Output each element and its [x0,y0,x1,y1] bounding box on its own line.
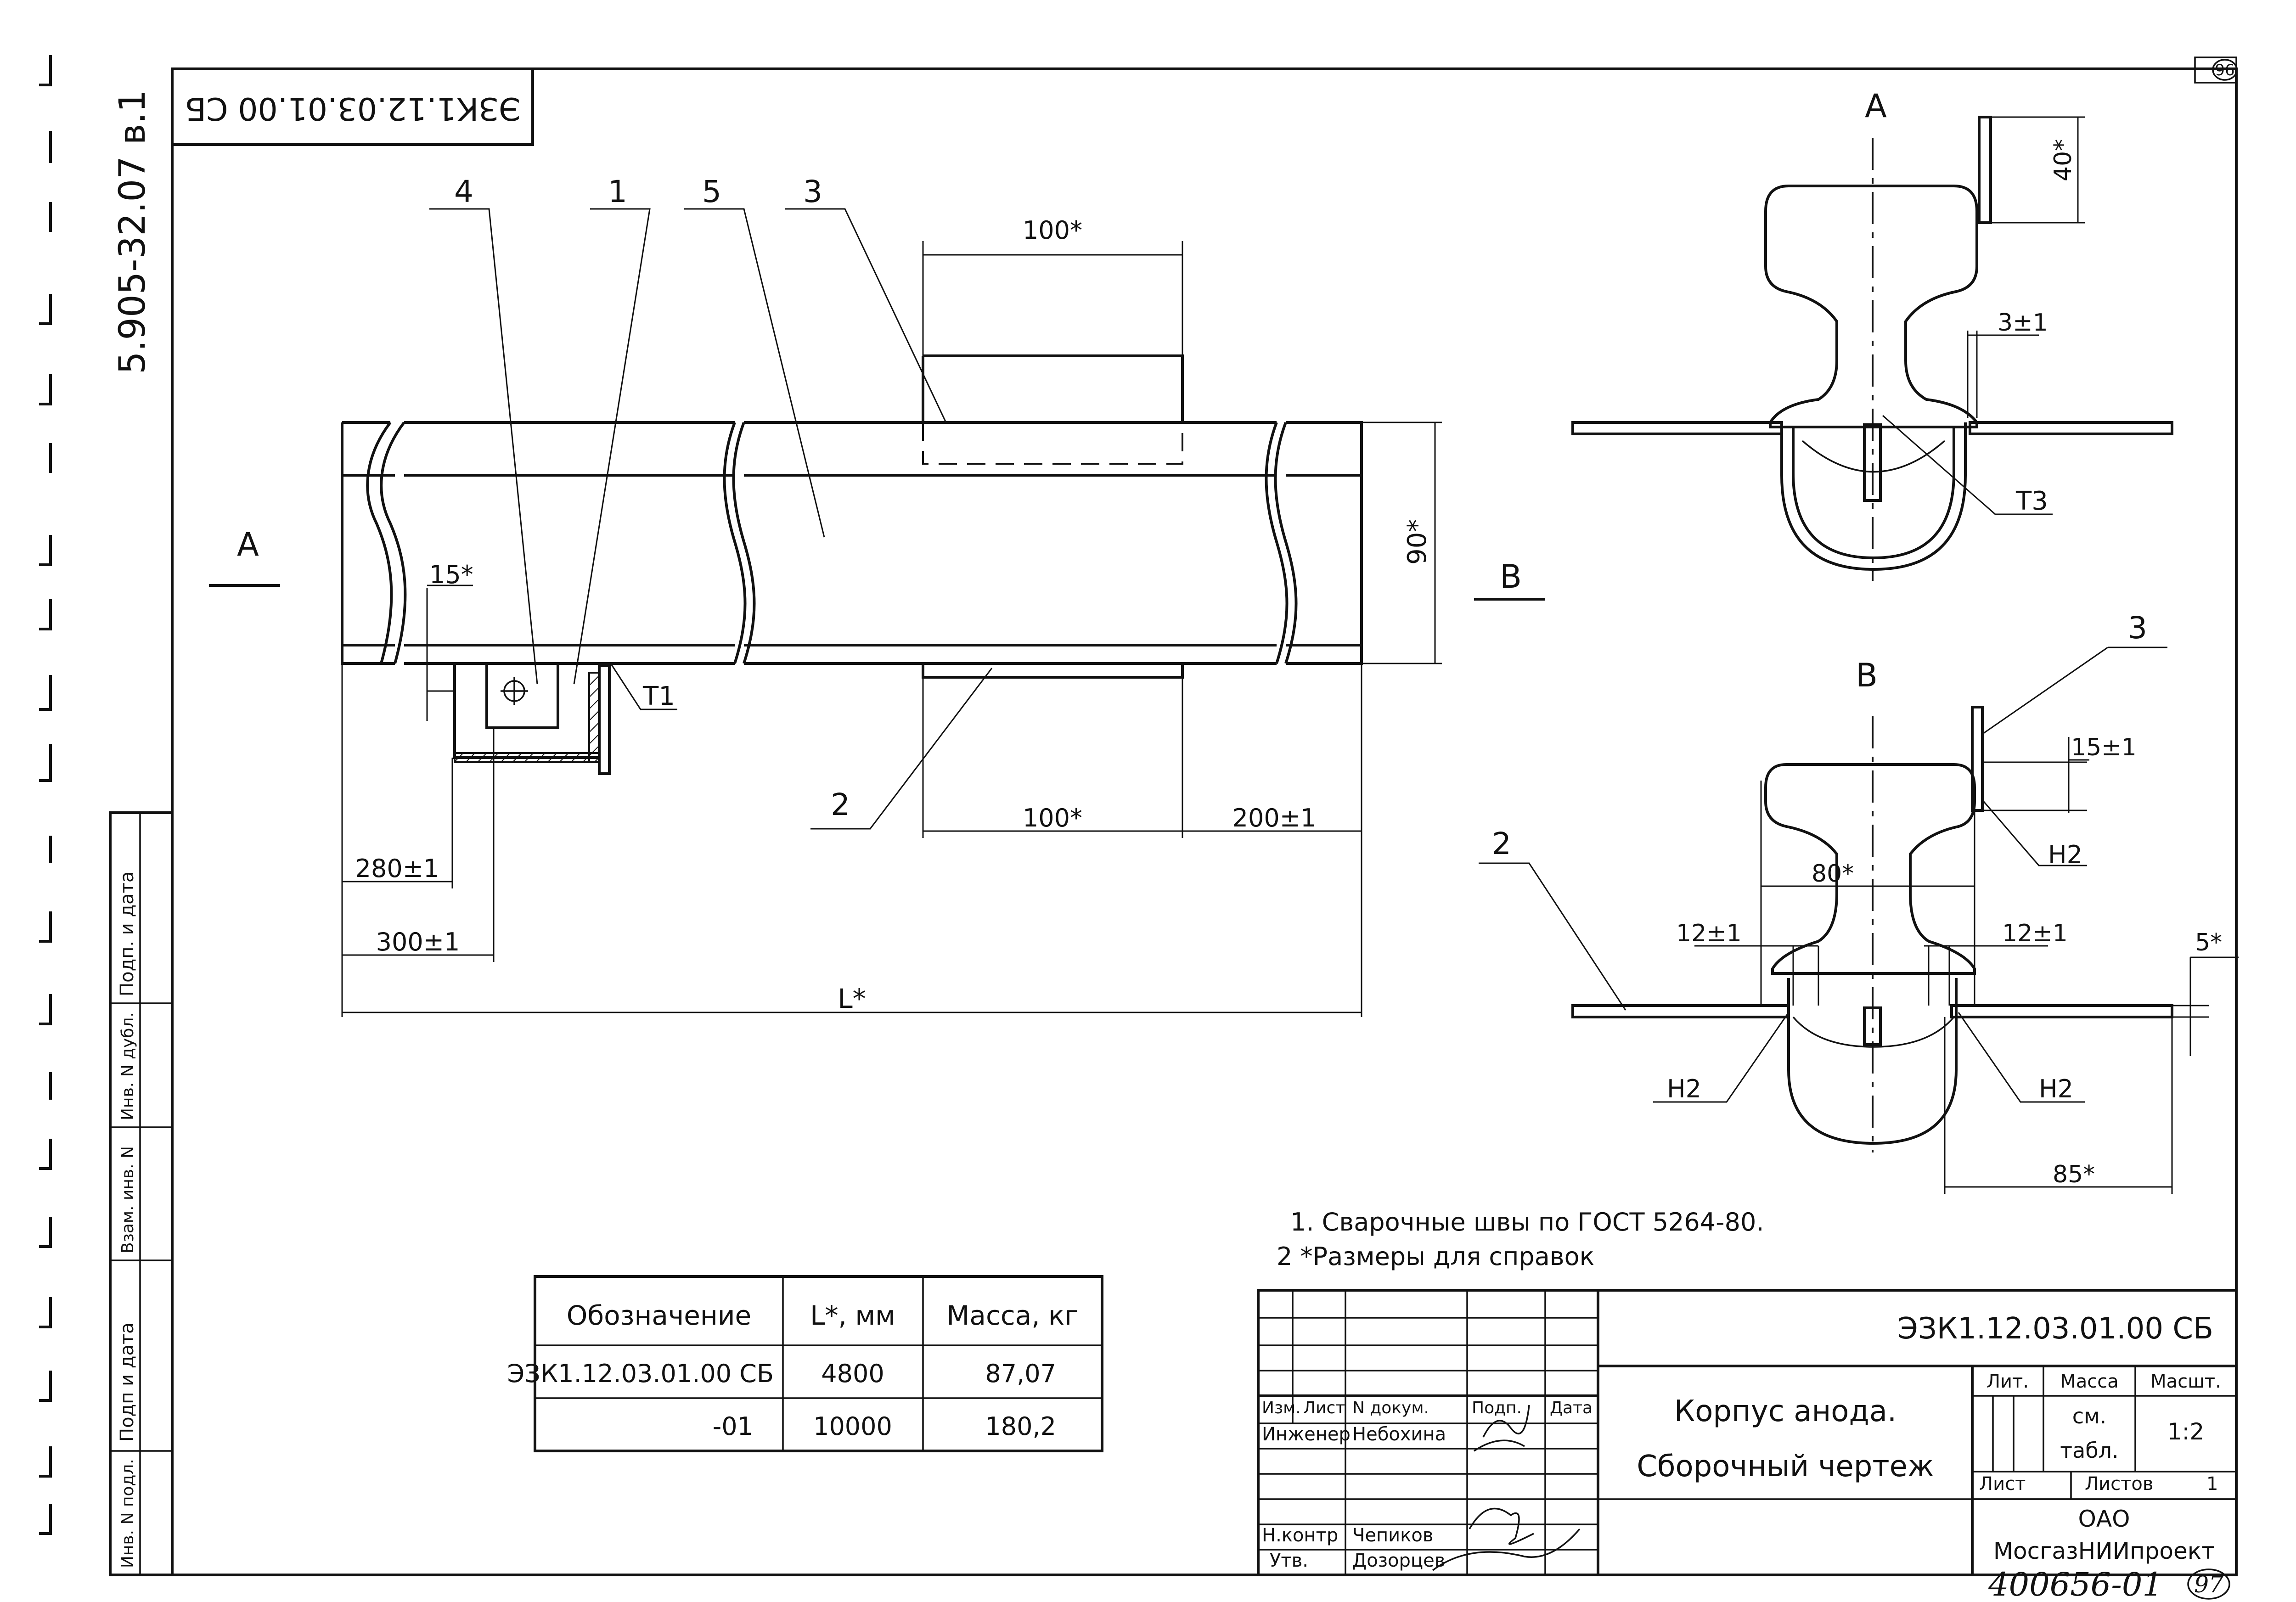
weld-t3: Т3 [2015,486,2048,516]
callout-2-right: 2 [1492,826,1511,861]
dim-L: L* [838,983,866,1014]
tb-col-list: Лист [1303,1399,1345,1417]
tb-massa-val2: табл. [2060,1438,2118,1463]
callout-5: 5 [702,174,721,209]
section-a: А 40* 3±1 Т3 [1571,87,2173,581]
strip-sign-date-2: Подп и дата [117,1322,138,1442]
weld-h2-right: Н2 [2039,1074,2073,1103]
spec-cell: ЭЗК1.12.03.01.00 СБ [507,1359,774,1388]
dim-100-top: 100* [1023,216,1082,245]
callout-1: 1 [608,174,627,209]
dim-280: 280±1 [355,854,439,883]
sheet-mark-circle [2212,59,2238,81]
dim-15: 15* [429,560,473,589]
strip-sign-date-1: Подп. и дата [117,871,138,996]
title-block: Изм. Лист N докум. Подп. Дата Инженер Не… [1257,1289,2238,1576]
tb-nkontr-name: Чепиков [1352,1525,1433,1546]
signature-approver [1432,1507,1581,1571]
handwritten-sheet: 97 [2194,1571,2223,1598]
dim-100-bottom: 100* [1023,804,1082,832]
tb-list-label: Лист [1979,1473,2026,1495]
dim-200: 200±1 [1232,804,1317,832]
handwritten-sheet-circle [2187,1568,2230,1600]
callout-2: 2 [831,787,850,822]
spec-cell: 10000 [813,1412,892,1441]
weld-h2-left: Н2 [1667,1074,1701,1103]
left-strip: Подп. и дата Инв. N дубл. Взам. инв. N П… [109,811,174,1576]
spec-table: Обозначение L*, мм Масса, кг ЭЗК1.12.03.… [507,1275,1103,1452]
tb-massa: Масса [2060,1371,2119,1392]
callout-4: 4 [454,174,473,209]
spec-cell: 4800 [821,1359,884,1388]
tb-listov-val: 1 [2206,1473,2218,1495]
tb-engineer-role: Инженер [1262,1424,1351,1445]
view-marker-a: А [237,526,259,563]
dim-300: 300±1 [376,927,460,956]
top-code-text: ЭЗК1.12.03.01.00 СБ [185,90,521,126]
dim-a-40: 40* [2049,139,2077,181]
tb-nkontr-role: Н.контр [1262,1525,1338,1546]
dim-a-3: 3±1 [1998,309,2048,337]
spec-header-length: L*, мм [810,1300,895,1331]
spec-cell: 180,2 [985,1412,1056,1441]
margin-ticks [39,55,52,1535]
weld-h2-top: Н2 [2048,840,2082,869]
tb-listov-label: Листов [2085,1473,2153,1495]
weld-t1: Т1 [642,681,675,711]
tb-name-line1: Корпус анода. [1674,1394,1897,1428]
tb-lit: Лит. [1986,1371,2029,1392]
tb-col-data: Дата [1550,1399,1593,1417]
signature-engineer [1474,1405,1530,1452]
dim-b-85: 85* [2053,1161,2095,1188]
dim-b-12-right: 12±1 [2002,920,2068,947]
tb-masht: Масшт. [2150,1371,2221,1392]
dim-90: 90* [1402,519,1432,565]
drawing-frame [171,67,2238,1576]
top-code-box [171,67,534,146]
tb-scale: 1:2 [2167,1418,2204,1445]
tb-org-1: ОАО [2078,1506,2130,1532]
dim-b-12-left: 12±1 [1676,920,1742,947]
tb-col-podp: Подп. [1472,1399,1522,1417]
section-b: В 15±1 Н2 80* 12±1 12±1 5* 85* Н2 Н2 2 3 [1479,610,2239,1194]
tb-org-2: МосгазНИИпроект [1993,1538,2215,1564]
dim-b-80: 80* [1812,860,1854,888]
beam-view [341,354,1363,775]
tb-massa-val1: см. [2072,1404,2107,1428]
section-b-label: В [1856,657,1878,694]
side-code: 5.905-32.07 в.1 [112,90,153,374]
dim-b-5: 5* [2195,929,2222,956]
view-markers: А В [209,526,1545,601]
callout-3: 3 [803,174,822,209]
view-marker-b: В [1500,558,1522,596]
note-1: 1. Сварочные швы по ГОСТ 5264-80. [1290,1208,1764,1237]
beam-dimensions: 100* 100* 200±1 280±1 300±1 L* 15* 90* [341,216,1442,1017]
callout-3-right: 3 [2128,610,2147,646]
section-a-label: А [1865,87,1887,125]
tb-code: ЭЗК1.12.03.01.00 СБ [1897,1312,2213,1346]
strip-inv-podl: Инв. N подл. [118,1459,137,1568]
strip-vzam-inv: Взам. инв. N [118,1146,137,1253]
tb-utv-role: Утв. [1270,1550,1308,1571]
spec-cell: -01 [713,1412,753,1441]
note-2: 2 *Размеры для справок [1277,1242,1594,1271]
strip-inv-dubl: Инв. N дубл. [118,1012,137,1120]
tb-engineer-name: Небохина [1352,1424,1446,1445]
tb-col-izm: Изм. [1262,1399,1301,1417]
tb-utv-name: Дозорцев [1352,1550,1445,1571]
beam-callouts: 4 1 5 3 2 Т1 [429,174,993,830]
tb-col-ndoc: N докум. [1352,1399,1429,1417]
spec-header-designation: Обозначение [567,1300,751,1331]
spec-header-mass: Масса, кг [946,1300,1078,1331]
tb-name-line2: Сборочный чертеж [1637,1450,1934,1484]
sheet-mark: 96 [2215,61,2234,79]
handwritten-number: 400656-01 [1988,1566,2163,1602]
spec-cell: 87,07 [985,1359,1056,1388]
dim-b-15: 15±1 [2071,734,2137,761]
